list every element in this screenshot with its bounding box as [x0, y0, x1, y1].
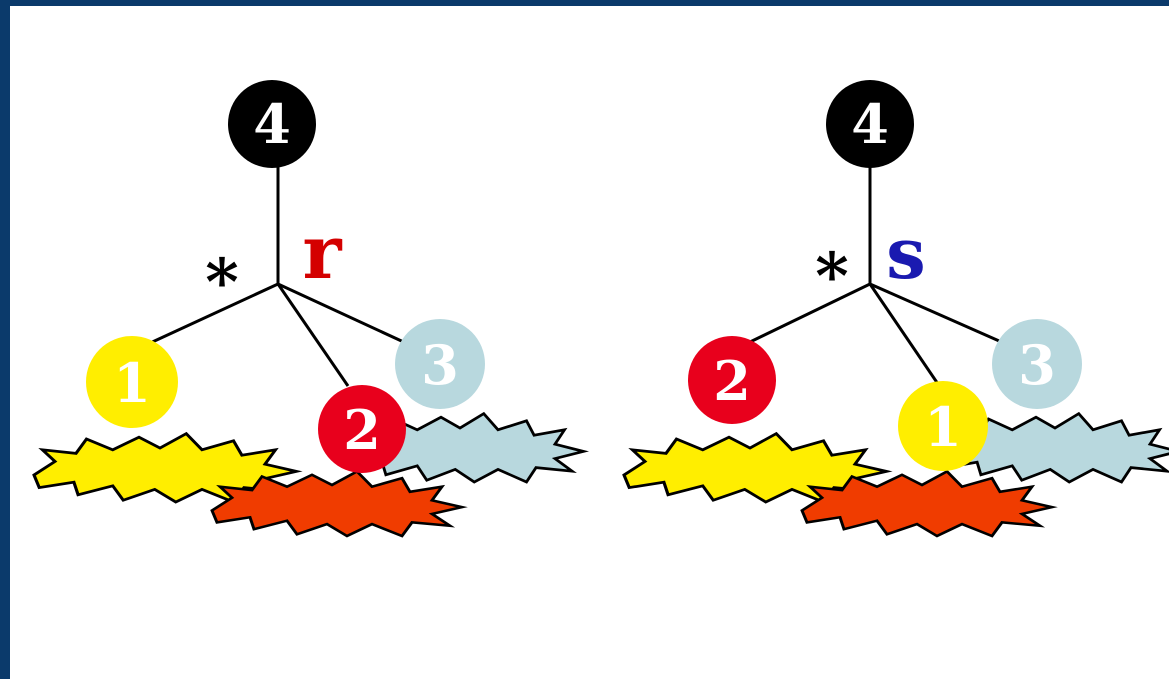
- atom-3-lightblue: 3: [395, 319, 485, 409]
- chirality-diagram: 4 1 3 2 * r: [32, 80, 1169, 538]
- stereocenter-asterisk: *: [205, 245, 238, 320]
- svg-text:4: 4: [253, 92, 291, 156]
- svg-text:4: 4: [851, 92, 889, 156]
- atom-4-black: 4: [826, 80, 914, 168]
- svg-text:1: 1: [113, 351, 151, 415]
- atom-1-yellow: 1: [86, 336, 178, 428]
- panel-s: 4 2 3 1 * s: [622, 80, 1169, 538]
- panel-r: 4 1 3 2 * r: [32, 80, 585, 538]
- diagram-frame: 4 1 3 2 * r: [10, 6, 1169, 679]
- chirality-label-r: r: [303, 210, 343, 296]
- atom-2-red: 2: [688, 336, 776, 424]
- svg-text:3: 3: [421, 333, 459, 397]
- svg-text:3: 3: [1018, 333, 1056, 397]
- svg-text:1: 1: [924, 395, 962, 459]
- stereocenter-asterisk: *: [815, 239, 848, 314]
- atom-4-black: 4: [228, 80, 316, 168]
- atom-1-yellow: 1: [898, 381, 988, 471]
- bonds: [147, 154, 409, 387]
- chirality-label-s: s: [886, 212, 925, 295]
- svg-text:2: 2: [343, 398, 381, 462]
- atom-2-red: 2: [318, 385, 406, 473]
- atom-3-lightblue: 3: [992, 319, 1082, 409]
- svg-text:2: 2: [713, 349, 751, 413]
- bonds: [749, 154, 1007, 385]
